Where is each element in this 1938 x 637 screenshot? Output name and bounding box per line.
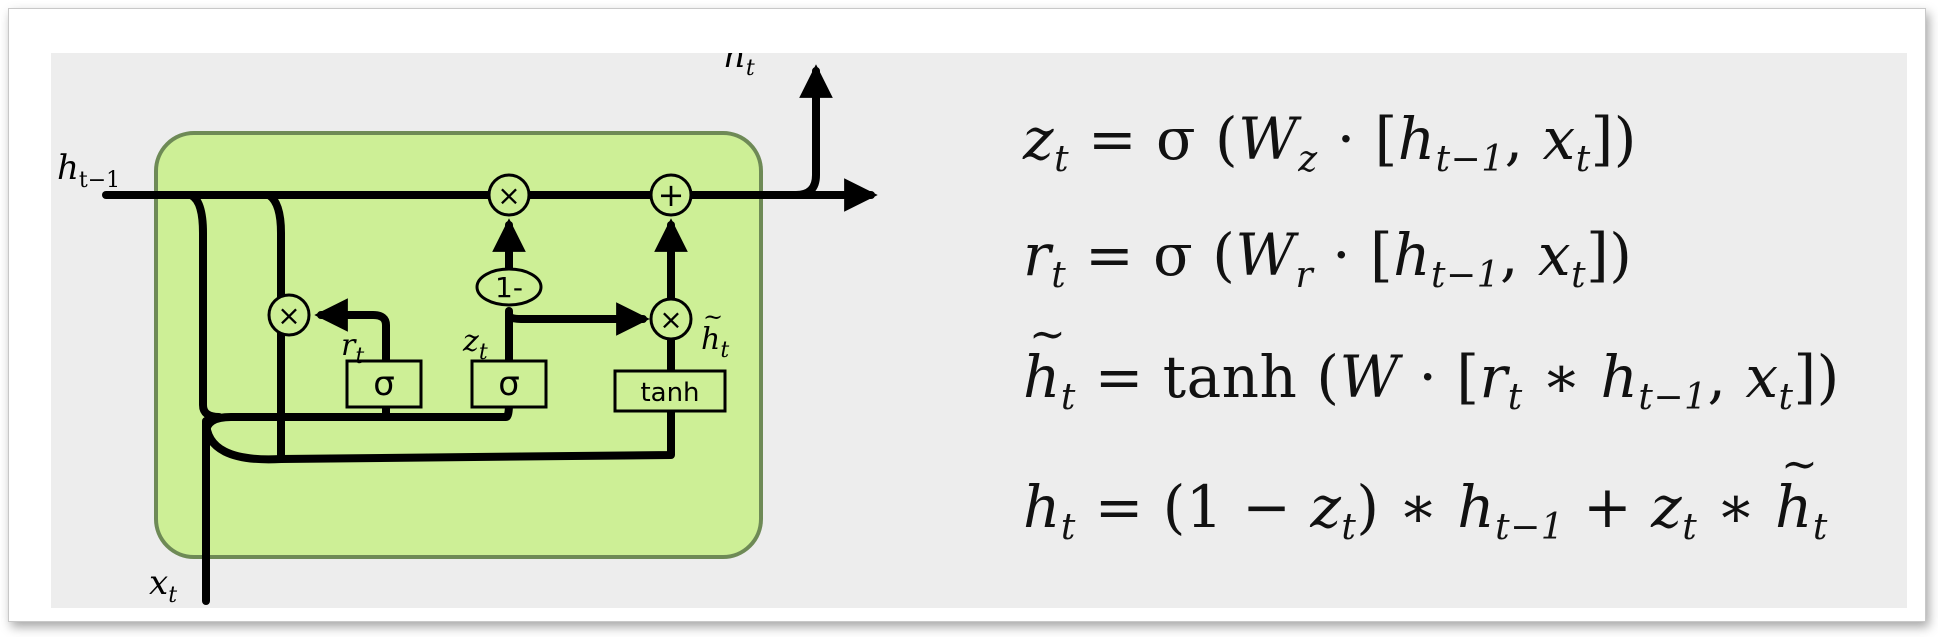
one-minus-label: 1- [495, 271, 523, 304]
candidate-tilde-mark: ~ [703, 303, 723, 331]
candidate-equation: ht = tanh (W · [rt ∗ ht−1, xt]) [1023, 309, 1840, 416]
multiply-node-top: × [487, 173, 531, 217]
multiply-op-label: × [277, 299, 300, 332]
reset-gate-line [314, 298, 390, 365]
input-branch-line [202, 389, 513, 497]
x-input-label: xt [149, 563, 177, 608]
multiply-node-reset: × [267, 293, 311, 337]
h-prev-branch-2 [265, 191, 285, 459]
output-up-line [792, 64, 833, 199]
reset-gate-equation: rt = σ (Wr · [ht−1, xt]) [1023, 221, 1633, 296]
figure-frame: 1- × + × × σ [8, 8, 1926, 622]
tanh-box: tanh [613, 369, 727, 413]
multiply-node-candidate: × [649, 297, 693, 341]
update-sigma-box: σ [470, 359, 548, 409]
figure-panel: 1- × + × × σ [51, 53, 1907, 608]
h-prev-label: ht−1 [57, 148, 120, 193]
one-minus-node [475, 267, 543, 307]
reset-gate-label: rt [341, 328, 364, 369]
gru-cell-box [154, 131, 763, 559]
h-out-label: ht [724, 53, 755, 81]
multiply-op-label: × [497, 179, 520, 212]
multiply-op-label: × [659, 303, 682, 336]
update-gate-label: zt [462, 324, 488, 365]
update-gate-equation: zt = σ (Wz · [ht−1, xt]) [1023, 105, 1637, 180]
gru-cell-diagram: 1- × + × × σ [57, 53, 878, 608]
add-op-label: + [658, 176, 685, 214]
sigma-label: σ [373, 364, 395, 404]
update-to-candidate-line [505, 302, 650, 336]
h-prev-branch-1 [187, 191, 223, 421]
reset-sigma-box: σ [345, 359, 423, 409]
add-node: + [649, 173, 693, 217]
tanh-label: tanh [640, 378, 699, 408]
sigma-label: σ [498, 364, 520, 404]
hidden-state-equation: ht = (1 − zt) ∗ ht−1 + zt ∗ ht [1023, 439, 1828, 546]
candidate-label: ht [701, 322, 729, 363]
